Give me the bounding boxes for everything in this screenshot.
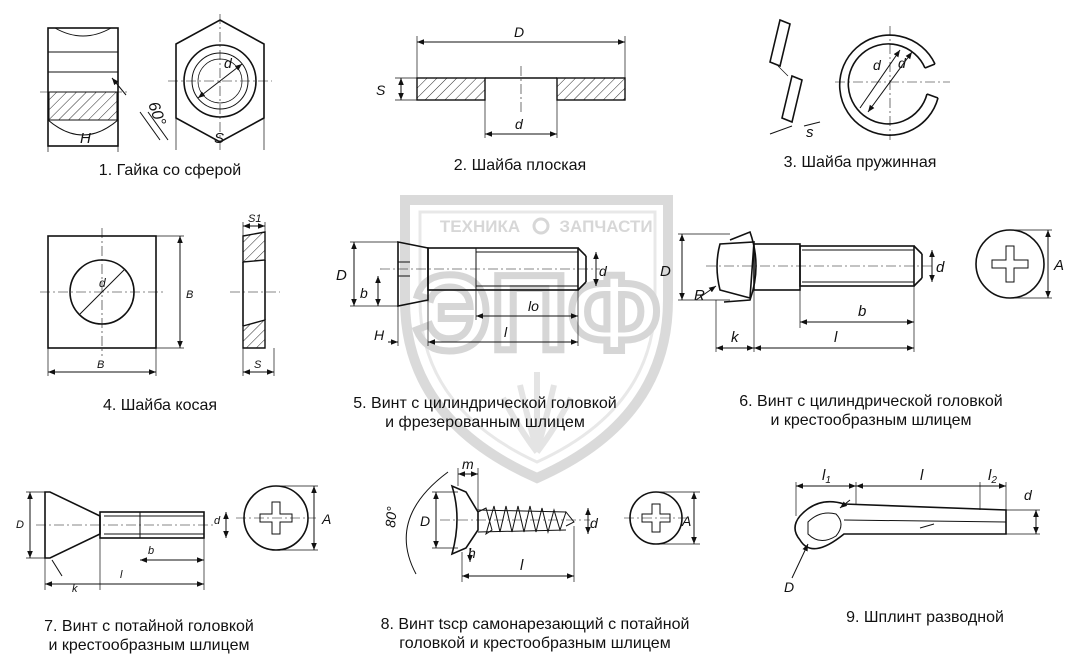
flat-washer-d-label: d xyxy=(515,116,524,132)
screw7-D-label: D xyxy=(16,519,24,531)
figure-screw-countersunk: D d b l k A xyxy=(16,485,331,595)
pin9-d-label: d xyxy=(1024,487,1033,503)
figure-cotter-pin: l1 l l2 d D xyxy=(784,467,1040,595)
watermark-logo: ЭПФ xyxy=(414,252,661,373)
nut-S-label: S xyxy=(214,130,224,147)
flat-washer-S-label: S xyxy=(376,82,386,98)
oblique-washer-d-label: d xyxy=(99,276,106,290)
oblique-washer-B-side-label: B xyxy=(186,289,193,301)
screw5-D-label: D xyxy=(336,267,347,284)
screw7-d-label: d xyxy=(214,515,221,527)
screw5-d-label: d xyxy=(599,263,608,279)
screw6-l-label: l xyxy=(834,329,838,346)
screw8-m-label: m xyxy=(462,456,474,472)
pin9-l-label: l xyxy=(920,467,924,484)
screw7-l-label: l xyxy=(120,569,123,581)
screw8-A-label: A xyxy=(681,513,691,529)
nut-angle-label: 60° xyxy=(144,100,168,129)
cross-head-icon xyxy=(975,229,1045,299)
oblique-washer-S-label: S xyxy=(254,359,262,371)
figure-screw-slotted: D b d lo l H xyxy=(336,241,608,346)
watermark-brand-right: ЗАПЧАСТИ xyxy=(559,217,652,236)
caption-flat-washer: 2. Шайба плоская xyxy=(453,157,587,174)
screw6-A-label: A xyxy=(1053,257,1064,274)
watermark: ТЕХНИКА ЗАПЧАСТИ ЭПФ xyxy=(400,195,673,484)
screw5-b-label: b xyxy=(360,285,368,301)
screw6-D-label: D xyxy=(660,263,671,280)
screw8-angle-label: 80° xyxy=(382,505,400,528)
figure-screw-self-tapping: 80° m D h d l A xyxy=(382,456,700,582)
gear-icon xyxy=(532,217,550,235)
spring-washer-d-label: d xyxy=(898,55,907,71)
screw7-k-label: k xyxy=(72,583,78,595)
screw8-D-label: D xyxy=(420,513,430,529)
oblique-washer-S1-label: S1 xyxy=(248,213,261,225)
screw6-R-label: R xyxy=(694,287,705,304)
spring-washer-d1-label: d xyxy=(873,57,882,73)
figure-oblique-washer: d B B S1 S xyxy=(40,213,280,376)
flat-washer-D-label: D xyxy=(514,24,524,40)
pin9-l2-label: l2 xyxy=(988,467,997,486)
screw7-b-label: b xyxy=(148,545,154,557)
figure-nut: 60° H d S xyxy=(40,14,272,152)
screw5-l-label: l xyxy=(504,324,508,340)
caption-oblique-washer: 4. Шайба косая xyxy=(102,397,218,414)
caption-screw-cross: 6. Винт с цилиндрической головкой и крес… xyxy=(739,393,1003,429)
screw5-H-label: H xyxy=(374,327,385,343)
screw6-k-label: k xyxy=(731,329,740,346)
figure-screw-cross: D R d b l k A xyxy=(660,229,1064,352)
screw8-d-label: d xyxy=(590,515,599,531)
nut-d-label: d xyxy=(224,55,233,71)
pin9-D-label: D xyxy=(784,579,794,595)
figure-flat-washer: D S d xyxy=(376,24,626,138)
screw5-lo-label: lo xyxy=(528,298,539,314)
screw6-b-label: b xyxy=(858,303,866,320)
caption-screw-self-tapping: 8. Винт tscp самонарезающий с потайной г… xyxy=(380,616,690,652)
nut-H-label: H xyxy=(80,130,91,147)
figure-spring-washer: s d d xyxy=(769,18,950,141)
oblique-washer-B-bottom-label: B xyxy=(97,359,104,371)
caption-spring-washer: 3. Шайба пружинная xyxy=(783,154,937,171)
screw6-d-label: d xyxy=(936,259,945,276)
screw8-h-label: h xyxy=(468,545,476,561)
screw8-l-label: l xyxy=(520,557,524,574)
caption-cotter-pin: 9. Шплинт разводной xyxy=(846,609,1004,626)
spring-washer-s-label: s xyxy=(806,124,814,141)
caption-screw-countersunk: 7. Винт с потайной головкой и крестообра… xyxy=(44,618,254,654)
screw7-A-label: A xyxy=(321,511,331,527)
caption-screw-slotted: 5. Винт с цилиндрической головкой и фрез… xyxy=(353,395,617,431)
pin9-l1-label: l1 xyxy=(822,467,831,486)
watermark-brand-left: ТЕХНИКА xyxy=(440,217,520,236)
caption-nut: 1. Гайка со сферой xyxy=(98,162,242,179)
